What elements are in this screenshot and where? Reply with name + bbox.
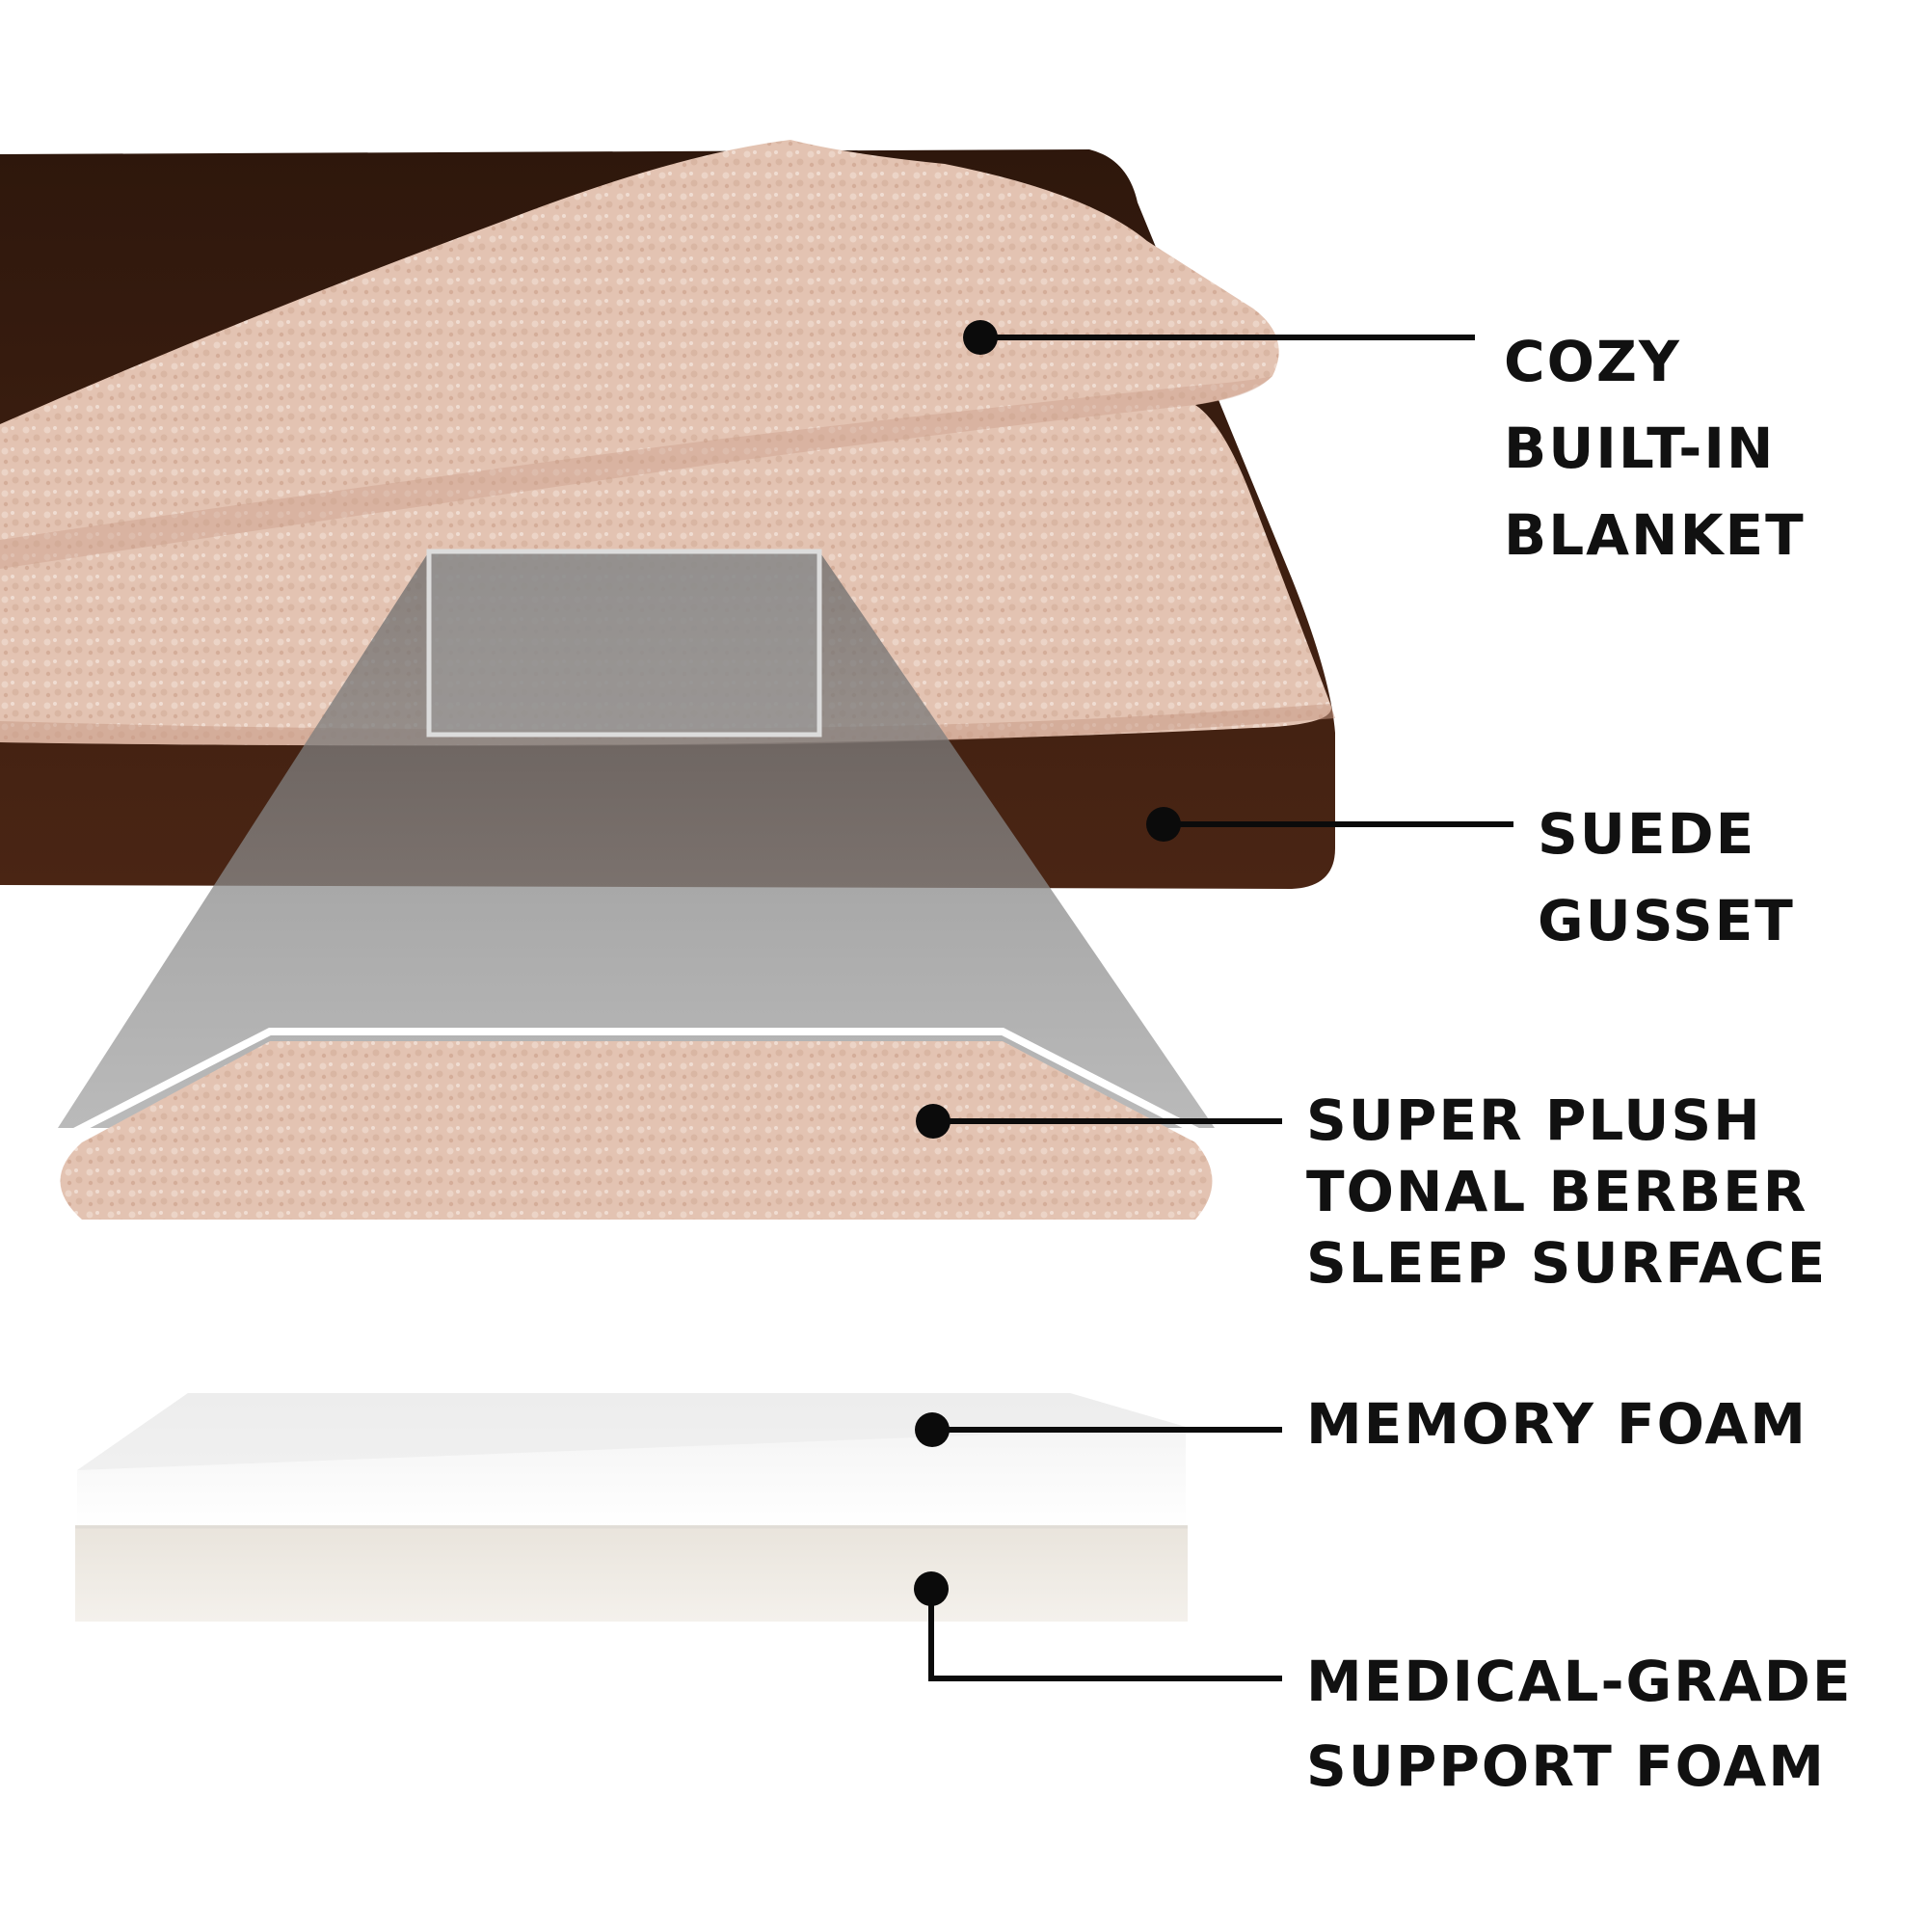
blanket-fold-shade xyxy=(0,376,1272,569)
callout-leader-gusset xyxy=(1146,807,1513,842)
callout-leaders xyxy=(914,320,1513,1681)
label-memory-foam: MEMORY FOAM xyxy=(1306,1391,1808,1457)
callout-leader-support xyxy=(914,1571,1282,1681)
callout-leader-berber xyxy=(916,1104,1282,1139)
label-suede-gusset: SUEDE GUSSET xyxy=(1538,801,1795,953)
support-foam-layer xyxy=(75,1525,1188,1622)
magnifier-cone xyxy=(58,549,1215,1128)
foam-stack xyxy=(75,1393,1188,1622)
callout-leader-memory xyxy=(915,1412,1282,1447)
label-super-plush-tonal-berber-sleep-surface: SUPER PLUSH TONAL BERBER SLEEP SURFACE xyxy=(1306,1087,1828,1296)
label-cozy-built-in-blanket: COZY BUILT-IN BLANKET xyxy=(1504,329,1806,568)
berber-swatch xyxy=(60,1028,1213,1220)
memory-foam-top xyxy=(77,1393,1186,1470)
callout-leader-blanket xyxy=(963,320,1475,355)
built-in-blanket-fold xyxy=(0,140,1279,569)
label-medical-grade-support-foam: MEDICAL-GRADE SUPPORT FOAM xyxy=(1306,1649,1853,1799)
